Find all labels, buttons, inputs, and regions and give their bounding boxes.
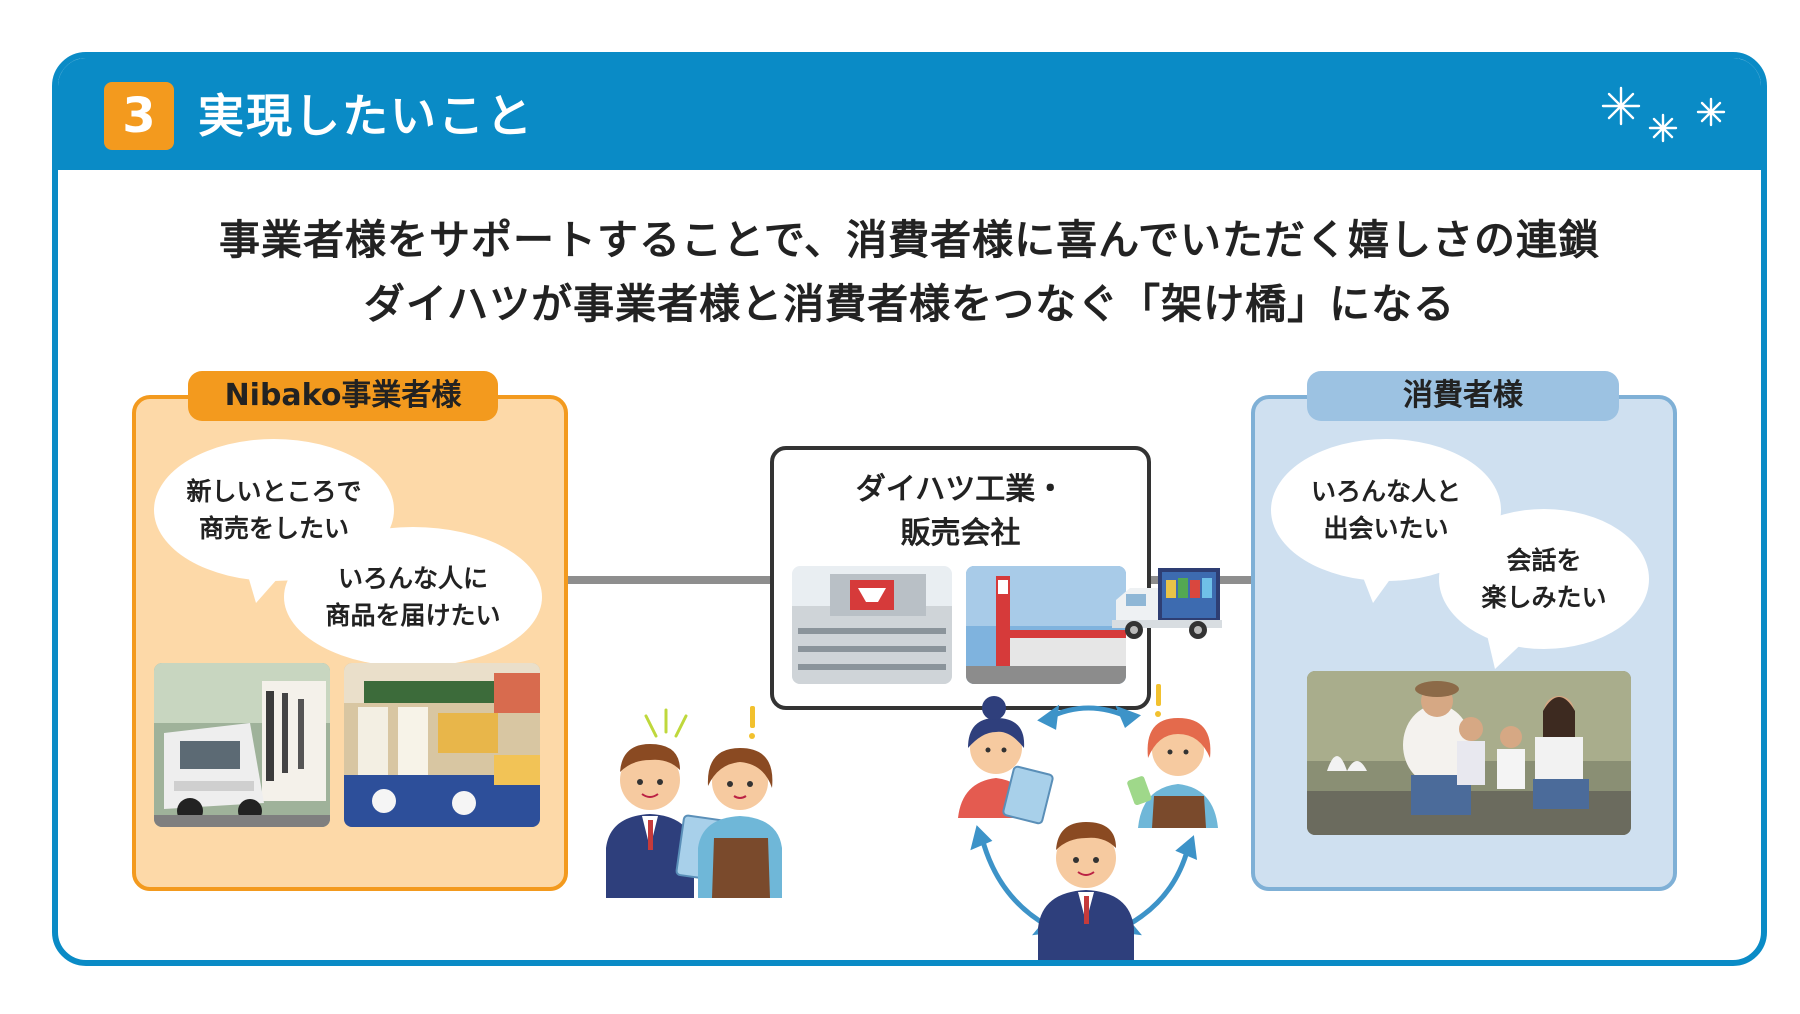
speech-bubble-deliver: いろんな人に 商品を届けたい [284,527,542,667]
staff-and-merchant-illustration [606,706,782,898]
photo-mobile-shop-truck [154,663,330,827]
bubble-tail [1359,567,1399,603]
speech-bubble-new-place: 新しいところで 商売をしたい [154,439,394,581]
bubble-text: 出会いたい [1323,514,1449,543]
business-operator-tab: Nibako事業者様 [188,371,498,421]
bubble-text: 楽しみたい [1481,583,1607,612]
bubble-text: 新しいところで [186,476,362,506]
headline-line-1: 事業者様をサポートすることで、消費者様に喜んでいただく嬉しさの連鎖 [218,216,1601,264]
exclamation-icon [1155,684,1161,717]
section-title: 実現したいこと [198,89,534,143]
daihatsu-label-line-1: ダイハツ工業・ [855,472,1066,507]
daihatsu-label: ダイハツ工業・ 販売会社 [774,468,1147,555]
connector-line-left [558,576,772,584]
three-people-cycle-illustration [958,684,1218,960]
consumer-panel: 消費者様 いろんな人と 出会いたい 会話を 楽しみたい [1251,371,1677,891]
photo-daihatsu-dealer [966,566,1126,684]
snowflake-sparkle-icon [1601,86,1726,143]
photo-daihatsu-headquarters [792,566,952,684]
slide-frame: 3 実現したいこと 事業者様をサポートすることで、消費者様に喜んでいただく嬉しさ… [52,52,1767,966]
consumer-tab: 消費者様 [1307,371,1619,421]
bubble-text: 商品を届けたい [325,601,501,630]
bubble-text: いろんな人に [337,563,488,593]
bubble-tail [246,569,286,603]
exclamation-icon [749,706,755,739]
speech-bubble-enjoy-conversation: 会話を 楽しみたい [1439,509,1649,649]
bubble-text: 会話を [1506,545,1582,575]
photo-market-stall [344,663,540,827]
photo-happy-family [1307,671,1631,835]
daihatsu-box: ダイハツ工業・ 販売会社 [770,446,1151,710]
business-operator-panel: Nibako事業者様 新しいところで 商売をしたい いろんな人に 商品を届けたい [132,371,568,891]
headline-line-2: ダイハツが事業者様と消費者様をつなぐ「架け橋」になる [363,280,1456,328]
delivery-truck-icon [1112,568,1222,639]
bubble-tail [1487,635,1531,669]
slide-header: 3 実現したいこと [58,58,1761,170]
daihatsu-label-line-2: 販売会社 [900,515,1021,551]
bubble-text: いろんな人と [1310,476,1461,506]
section-number-badge: 3 [104,82,174,150]
bubble-text: 商売をしたい [198,514,349,543]
